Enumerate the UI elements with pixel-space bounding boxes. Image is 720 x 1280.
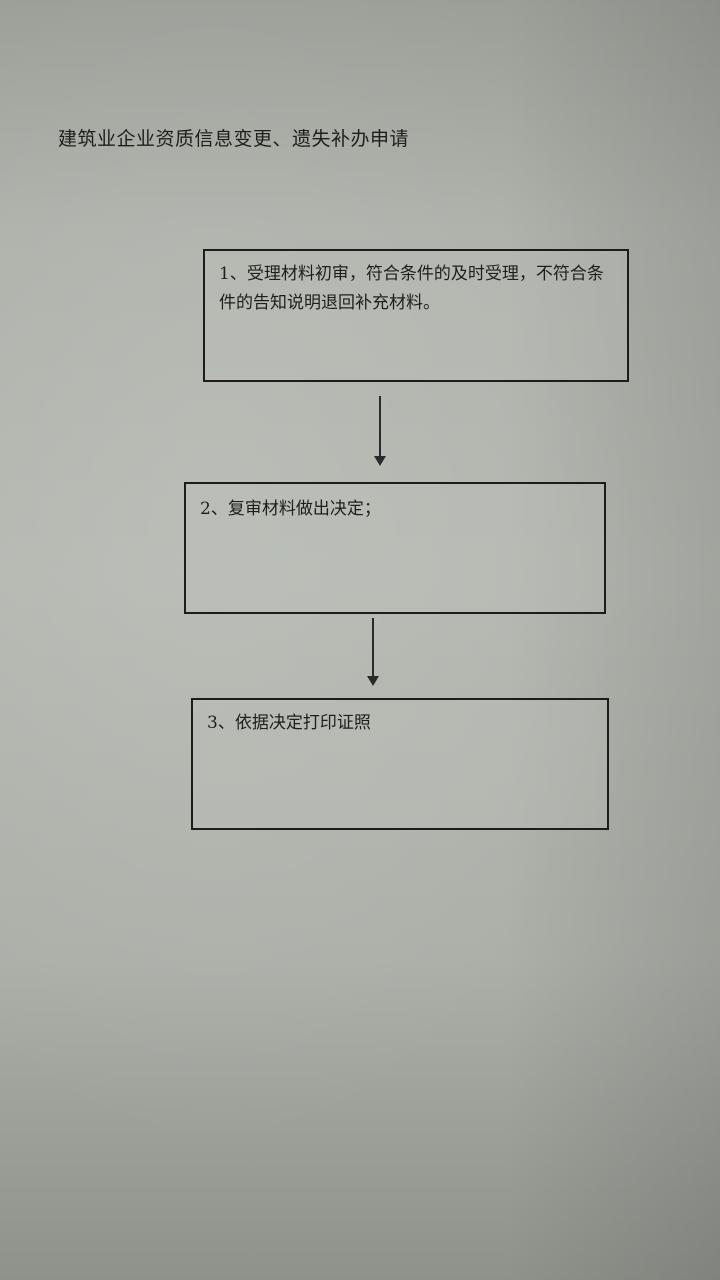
flow-step-1-text: 1、受理材料初审，符合条件的及时受理，不符合条件的告知说明退回补充材料。 bbox=[219, 264, 604, 313]
flow-step-3-text: 3、依据决定打印证照 bbox=[207, 713, 371, 733]
flow-step-2-box: 2、复审材料做出决定； bbox=[184, 482, 606, 614]
arrow-shaft bbox=[372, 618, 374, 678]
flow-step-2-text: 2、复审材料做出决定； bbox=[200, 499, 381, 519]
flow-step-1-box: 1、受理材料初审，符合条件的及时受理，不符合条件的告知说明退回补充材料。 bbox=[203, 249, 629, 382]
down-arrow-icon bbox=[366, 618, 380, 688]
arrow-head bbox=[367, 676, 379, 686]
arrow-shaft bbox=[379, 396, 381, 458]
arrow-head bbox=[374, 456, 386, 466]
document-title: 建筑业企业资质信息变更、遗失补办申请 bbox=[58, 128, 410, 150]
flow-step-3-box: 3、依据决定打印证照 bbox=[191, 698, 609, 830]
down-arrow-icon bbox=[373, 396, 387, 468]
